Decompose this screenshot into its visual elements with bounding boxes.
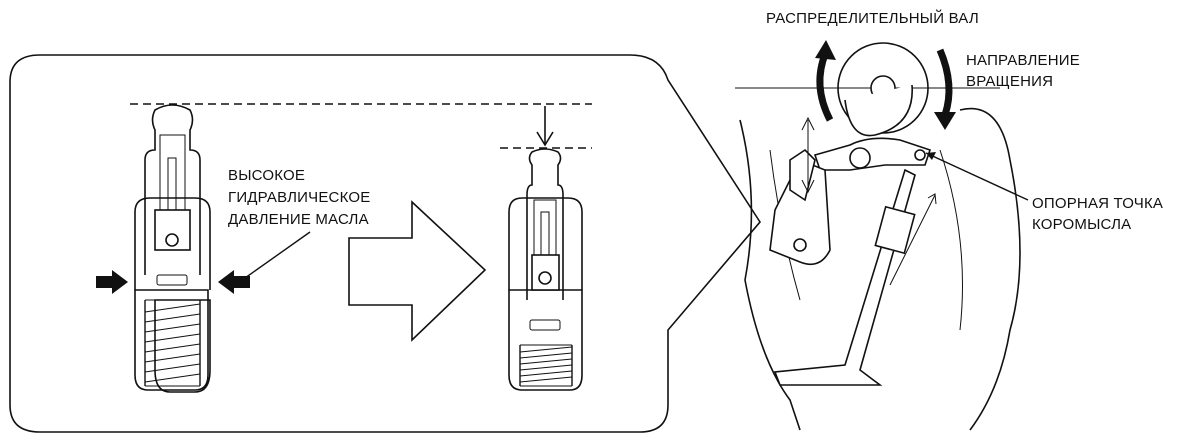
- oil-pressure-label-line2: ГИДРАВЛИЧЕСКОЕ: [228, 189, 371, 206]
- valve: [773, 168, 916, 386]
- rotation-arrow-right-icon: [934, 48, 956, 130]
- pivot-label-line2: КОРОМЫСЛА: [1032, 216, 1132, 233]
- down-arrow-icon: [536, 106, 554, 147]
- rotation-label-line1: НАПРАВЛЕНИЕ: [966, 52, 1080, 69]
- valvetrain-illustration: [735, 42, 1021, 431]
- oil-pressure-arrow-right-icon: [218, 231, 311, 294]
- transition-arrow-icon: [348, 200, 487, 342]
- oil-pressure-label-line1: ВЫСОКОЕ: [228, 167, 306, 184]
- rotation-label-line2: ВРАЩЕНИЯ: [966, 73, 1054, 90]
- rocker-arm: [813, 137, 932, 171]
- lash-adjuster-compressed: [508, 148, 583, 391]
- pivot-pointer: [925, 152, 1029, 201]
- camshaft-label: РАСПРЕДЕЛИТЕЛЬНЫЙ ВАЛ: [766, 10, 979, 27]
- pivot-label-line1: ОПОРНАЯ ТОЧКА: [1032, 195, 1164, 212]
- rotation-arrow-left-icon: [815, 40, 836, 122]
- oil-pressure-label-line3: ДАВЛЕНИЕ МАСЛА: [228, 211, 369, 228]
- callout-frame: [9, 54, 761, 433]
- hydraulic-lifter: [769, 158, 831, 266]
- lash-adjuster-extended: [134, 104, 211, 393]
- oil-pressure-arrow-left-icon: [96, 270, 128, 294]
